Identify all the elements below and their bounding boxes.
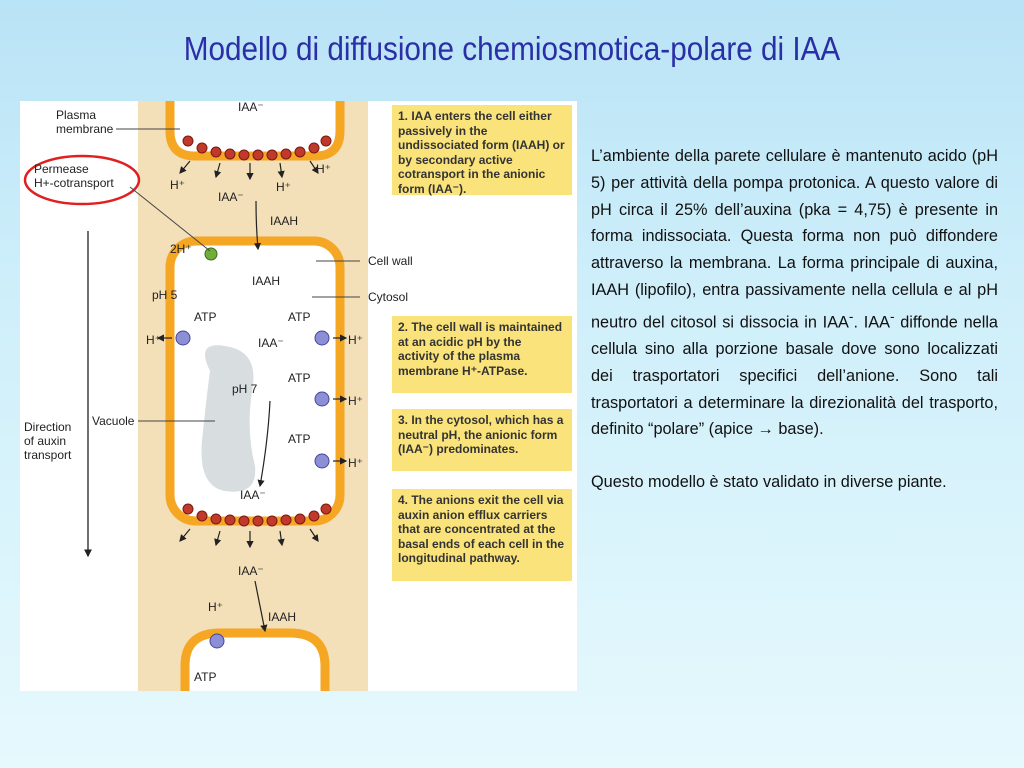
iaah-wall: IAAH — [270, 214, 298, 228]
iaa-anion-lower: IAA⁻ — [238, 564, 264, 578]
ph5-label: pH 5 — [152, 288, 178, 302]
iaa-anion-wall: IAA⁻ — [218, 190, 244, 204]
note-3: 3. In the cytosol, which has a neutral p… — [392, 409, 572, 471]
ph7-label: pH 7 — [232, 382, 258, 396]
h-plus-top-left: H⁺ — [170, 178, 185, 192]
atp-right-1: ATP — [288, 310, 310, 324]
atpase-pumps — [175, 330, 330, 649]
arrow-icon: → — [757, 420, 774, 439]
paragraph-1: L’ambiente della parete cellulare è mant… — [591, 147, 998, 439]
iaah-cytosol: IAAH — [252, 274, 280, 288]
h-plus-wall: H⁺ — [276, 180, 291, 194]
cytosol-label: Cytosol — [368, 290, 408, 304]
atp-lower: ATP — [194, 670, 216, 684]
paragraph-2: Questo modello è stato validato in diver… — [591, 473, 947, 492]
h-plus-lower: H⁺ — [208, 600, 223, 614]
page-title: Modello di diffusione chemiosmotica-pola… — [183, 30, 841, 67]
atp-right-3: ATP — [288, 432, 310, 446]
atp-right-2: ATP — [288, 371, 310, 385]
permease-cotransporter — [204, 247, 218, 261]
h-plus-left: H⁺ — [146, 333, 161, 347]
two-h-plus: 2H⁺ — [170, 242, 192, 256]
cell-wall-label: Cell wall — [368, 254, 413, 268]
upper-efflux-carriers — [182, 135, 332, 161]
pointer-lines — [116, 128, 360, 422]
vacuole-label: Vacuole — [92, 414, 135, 428]
h-plus-top-right: H⁺ — [316, 162, 331, 176]
permease-highlight-circle — [23, 154, 141, 206]
note-4: 4. The anions exit the cell via auxin an… — [392, 489, 572, 581]
atp-left: ATP — [194, 310, 216, 324]
iaah-lower: IAAH — [268, 610, 296, 624]
note-2: 2. The cell wall is maintained at an aci… — [392, 316, 572, 393]
lower-efflux-carriers — [182, 503, 332, 527]
h-plus-right-1: H⁺ — [348, 333, 363, 347]
vacuole-shape — [201, 345, 256, 492]
transport-arrows — [156, 160, 348, 633]
description-text: L’ambiente della parete cellulare è mant… — [591, 143, 998, 496]
iaa-anion-top: IAA⁻ — [238, 101, 264, 114]
iaa-anion-basal: IAA⁻ — [240, 488, 266, 502]
h-plus-right-3: H⁺ — [348, 456, 363, 470]
note-1: 1. IAA enters the cell either passively … — [392, 105, 572, 196]
iaa-anion-cytosol: IAA⁻ — [258, 336, 284, 350]
h-plus-right-2: H⁺ — [348, 394, 363, 408]
